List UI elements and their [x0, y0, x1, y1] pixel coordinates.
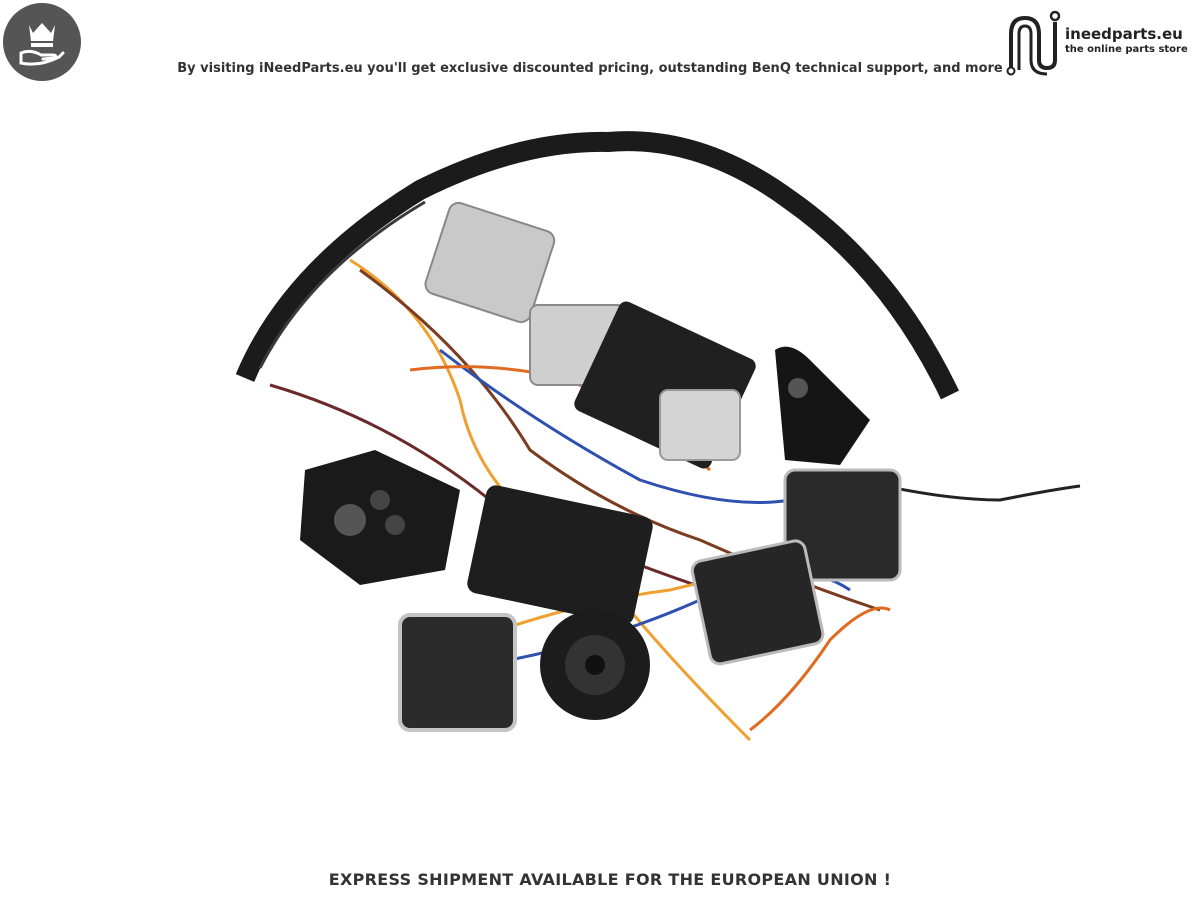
circuit-n-icon: [1006, 10, 1061, 76]
crown-hand-badge: [3, 3, 81, 81]
product-photo: [235, 131, 1081, 742]
logo-name: ineedparts.eu: [1065, 25, 1183, 43]
logo-subtitle: the online parts store: [1065, 44, 1188, 55]
header-tagline: By visiting iNeedParts.eu you'll get exc…: [177, 61, 1003, 76]
site-logo[interactable]: ineedparts.eu the online parts store: [1003, 4, 1198, 76]
footer-banner: EXPRESS SHIPMENT AVAILABLE FOR THE EUROP…: [328, 870, 892, 889]
sensor-modules: [300, 201, 902, 732]
crown-hand-icon: [19, 23, 65, 66]
bumper-strip: [235, 131, 960, 400]
